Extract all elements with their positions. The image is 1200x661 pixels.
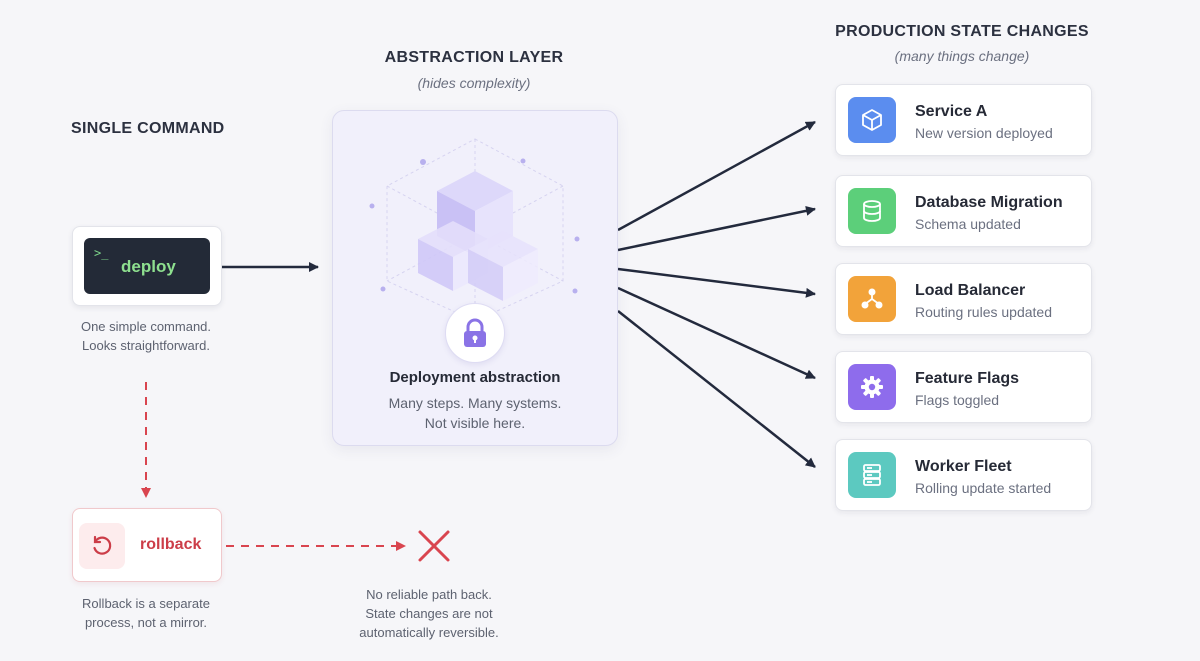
- terminal-prompt-icon: >_: [94, 246, 109, 260]
- terminal-window: >_ deploy: [84, 238, 210, 294]
- load-balancer-icon-tile: [848, 276, 896, 322]
- card-title: Database Migration: [915, 194, 1063, 211]
- card-description: New version deployed: [915, 125, 1053, 141]
- cube-icon: [862, 109, 882, 131]
- abstraction-title: Deployment abstraction: [389, 369, 561, 386]
- database-icon-tile: [848, 188, 896, 234]
- card-description: Routing rules updated: [915, 304, 1052, 320]
- production-state-heading: PRODUCTION STATE CHANGES: [835, 23, 1089, 40]
- rollback-caption: Rollback is a separate process, not a mi…: [82, 596, 210, 630]
- service-a-icon-tile: [848, 97, 896, 143]
- abstraction-description: Many steps. Many systems. Not visible he…: [388, 395, 562, 431]
- deploy-command-card[interactable]: >_ deploy: [72, 226, 222, 306]
- arrow-to-service-a: [617, 120, 816, 232]
- arrow-to-load-balancer: [617, 267, 816, 298]
- card-load-balancer[interactable]: Load Balancer Routing rules updated: [835, 263, 1092, 335]
- card-service-a[interactable]: Service A New version deployed: [835, 84, 1092, 156]
- database-icon: [863, 200, 881, 222]
- arrow-to-database: [617, 205, 816, 252]
- card-description: Flags toggled: [915, 392, 1000, 408]
- abstraction-layer-heading: ABSTRACTION LAYER: [384, 49, 564, 66]
- cubes-illustration: [369, 138, 580, 321]
- server-icon: [863, 464, 881, 486]
- rollback-icon-tile: [79, 523, 125, 569]
- rollback-label: rollback: [140, 536, 202, 553]
- card-title: Worker Fleet: [915, 458, 1012, 475]
- lock-icon: [464, 318, 486, 347]
- feature-flags-icon-tile: [848, 364, 896, 410]
- lock-badge: [445, 303, 505, 363]
- undo-icon: [93, 535, 112, 555]
- deploy-caption: One simple command. Looks straightforwar…: [80, 319, 212, 353]
- arrow-to-feature-flags: [617, 286, 816, 380]
- card-description: Rolling update started: [915, 480, 1052, 496]
- gear-icon: [861, 376, 883, 398]
- card-description: Schema updated: [915, 216, 1021, 232]
- failure-caption: No reliable path back. State changes are…: [359, 587, 499, 640]
- production-state-subheading: (many things change): [894, 48, 1030, 64]
- x-mark-icon: [418, 530, 450, 562]
- card-database-migration[interactable]: Database Migration Schema updated: [835, 175, 1092, 247]
- abstraction-layer-box: Deployment abstraction Many steps. Many …: [332, 110, 618, 446]
- abstraction-layer-subheading: (hides complexity): [417, 75, 531, 91]
- card-worker-fleet[interactable]: Worker Fleet Rolling update started: [835, 439, 1092, 511]
- card-title: Load Balancer: [915, 282, 1026, 299]
- card-title: Feature Flags: [915, 370, 1020, 387]
- card-title: Service A: [915, 103, 988, 120]
- single-command-heading: SINGLE COMMAND: [71, 120, 225, 137]
- arrow-to-worker-fleet: [617, 310, 816, 468]
- card-feature-flags[interactable]: Feature Flags Flags toggled: [835, 351, 1092, 423]
- deploy-command-label: deploy: [121, 257, 176, 276]
- rollback-command-card[interactable]: rollback: [72, 508, 222, 582]
- network-icon: [861, 288, 883, 309]
- worker-fleet-icon-tile: [848, 452, 896, 498]
